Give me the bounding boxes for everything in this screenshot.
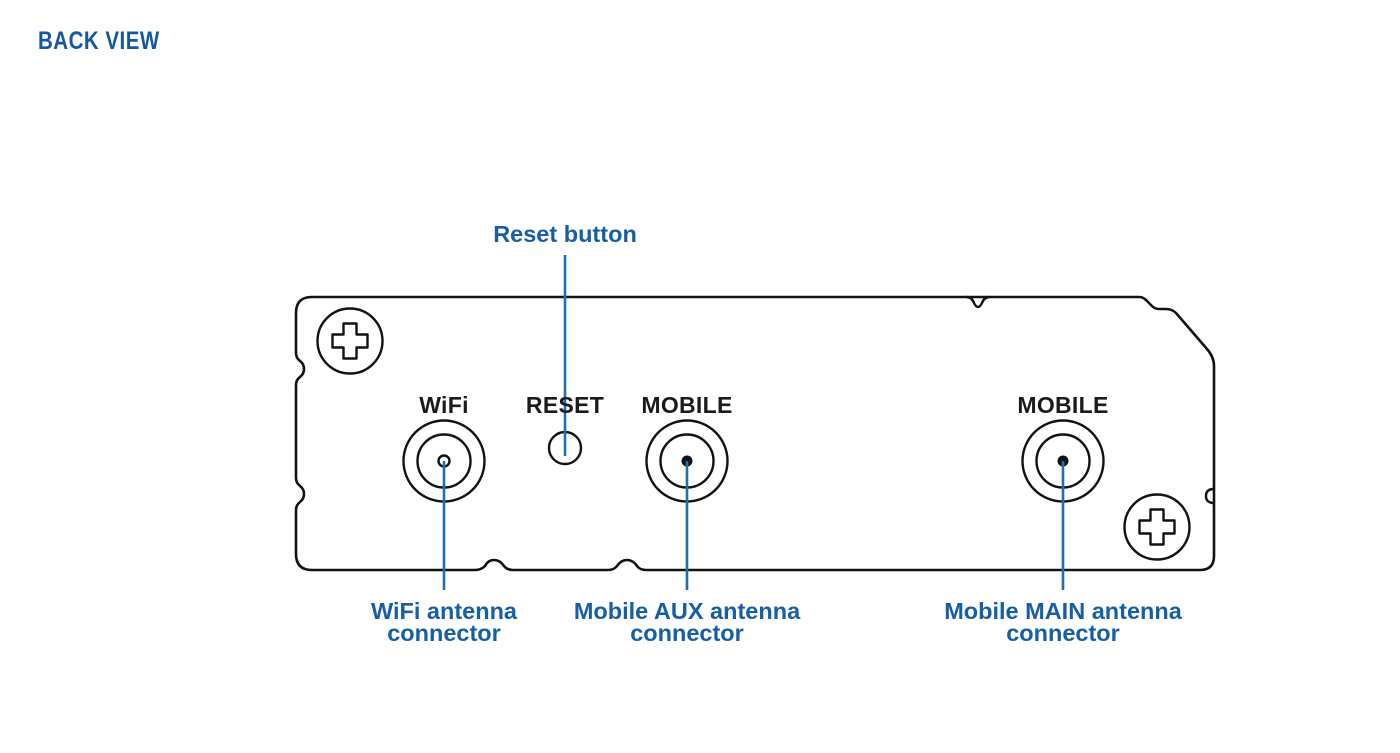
silkscreen-label-mobile-aux: MOBILE bbox=[641, 392, 732, 418]
callout-mobile-aux-antenna-line1: Mobile AUX antenna bbox=[574, 598, 801, 624]
callout-wifi-antenna-line2: connector bbox=[387, 620, 501, 646]
callout-mobile-main-antenna-line1: Mobile MAIN antenna bbox=[944, 598, 1183, 624]
phillips-cross-icon bbox=[331, 322, 369, 360]
silkscreen-label-reset: RESET bbox=[526, 392, 604, 418]
callout-mobile-aux-antenna-line2: connector bbox=[630, 620, 744, 646]
screw-bottom-right bbox=[1123, 493, 1191, 561]
callout-mobile-main-antenna-line2: connector bbox=[1006, 620, 1120, 646]
top-edge-notch bbox=[965, 295, 991, 309]
silkscreen-label-wifi: WiFi bbox=[419, 392, 469, 418]
phillips-cross-icon bbox=[1138, 508, 1176, 546]
callout-wifi-antenna: WiFi antenna connector bbox=[371, 598, 518, 646]
silkscreen-label-mobile-main: MOBILE bbox=[1017, 392, 1108, 418]
callout-reset-button: Reset button bbox=[493, 221, 637, 247]
callout-mobile-aux-antenna: Mobile AUX antenna connector bbox=[574, 598, 801, 646]
right-edge-notch bbox=[1204, 487, 1215, 505]
callout-mobile-main-antenna: Mobile MAIN antenna connector bbox=[944, 598, 1183, 646]
page-title: BACK VIEW bbox=[38, 27, 160, 55]
callout-wifi-antenna-line1: WiFi antenna bbox=[371, 598, 518, 624]
device-body-outline bbox=[294, 295, 1216, 572]
screw-top-left bbox=[316, 307, 384, 375]
